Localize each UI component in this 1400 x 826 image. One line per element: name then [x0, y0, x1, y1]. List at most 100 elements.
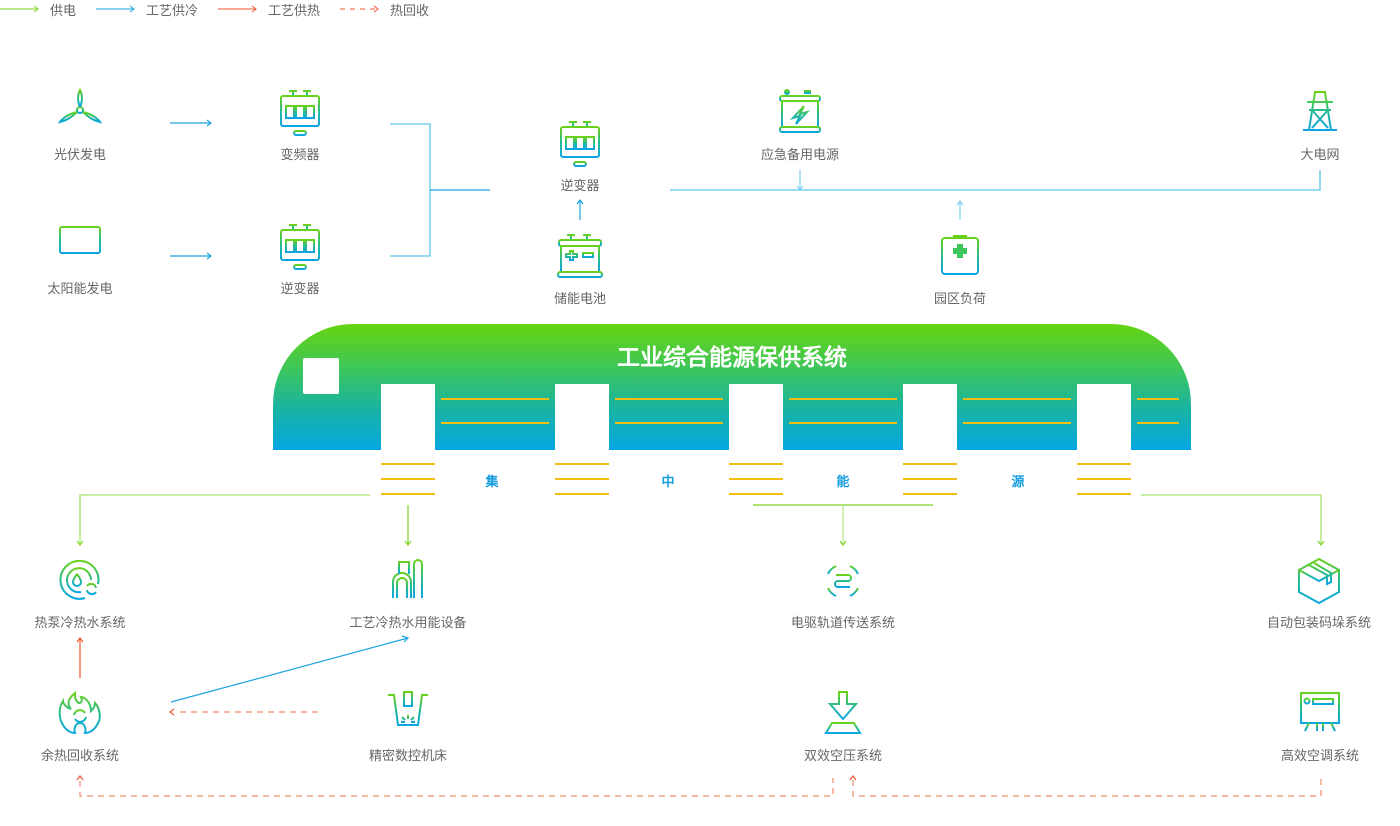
lower-stripe: [903, 463, 957, 465]
node-heat-pump[interactable]: 热泵冷热水系统: [10, 556, 150, 631]
node-label: 双效空压系统: [803, 749, 882, 764]
banner-gap: [381, 384, 435, 450]
lower-stripe: [729, 493, 783, 495]
banner-stripe: [615, 422, 723, 424]
node-solar-power[interactable]: 太阳能发电: [10, 222, 150, 297]
node-label: 逆变器: [560, 179, 600, 194]
banner-gap: [903, 384, 957, 450]
legend-label: 工艺供热: [268, 3, 321, 19]
legend-label: 热回收: [390, 3, 430, 19]
banner-gap: [729, 384, 783, 450]
node-label: 电驱轨道传送系统: [790, 616, 895, 631]
arrow-emergency-to-bus: [796, 170, 804, 191]
line-to-process-water: [404, 505, 412, 546]
lower-stripe: [381, 478, 435, 480]
node-grid[interactable]: 大电网: [1250, 88, 1390, 163]
node-emergency-power[interactable]: 应急备用电源: [730, 88, 870, 163]
banner-stripe: [789, 422, 897, 424]
node-auto-packing[interactable]: 自动包装码垛系统: [1249, 556, 1389, 631]
node-label: 应急备用电源: [760, 148, 839, 163]
lower-stripe: [729, 463, 783, 465]
segment-char: 集: [485, 475, 499, 490]
node-label: 自动包装码垛系统: [1266, 616, 1371, 631]
node-cnc-machine[interactable]: 精密数控机床: [338, 689, 478, 764]
legend-power-line-icon: [0, 5, 39, 13]
lower-stripe: [555, 493, 609, 495]
flame-recycle-icon: [58, 690, 101, 735]
arrow-wind-to-vfd: [170, 119, 212, 127]
node-label: 热泵冷热水系统: [34, 616, 126, 631]
lower-stripe: [1077, 478, 1131, 480]
arrow-waste-heat-to-process: [170, 635, 410, 703]
lower-stripe: [555, 478, 609, 480]
solar-panel-icon: [59, 226, 101, 263]
banner-stripe: [441, 422, 549, 424]
node-storage-battery[interactable]: 储能电池: [510, 232, 650, 307]
banner-stripe: [615, 398, 723, 400]
package-box-icon: [1298, 557, 1340, 605]
dashed-recovery-loop: [79, 778, 1322, 797]
backup-power-icon: [779, 89, 821, 133]
node-label: 光伏发电: [53, 148, 106, 163]
line-to-auto-packing: [1141, 494, 1322, 545]
node-label: 大电网: [1300, 148, 1340, 163]
lower-stripe: [729, 478, 783, 480]
legend-label: 供电: [50, 3, 77, 19]
arrow-battery-to-inverter: [576, 199, 584, 220]
node-hvac[interactable]: 高效空调系统: [1250, 689, 1390, 764]
node-label: 储能电池: [553, 292, 606, 307]
legend-recovery-line-icon: [340, 5, 379, 13]
lower-stripe: [903, 478, 957, 480]
lower-stripe: [903, 493, 957, 495]
segment-char: 中: [661, 475, 675, 490]
banner-title: 工业综合能源保供系统: [617, 345, 847, 371]
node-inverter-left[interactable]: 逆变器: [230, 222, 370, 297]
air-conditioner-icon: [1300, 692, 1340, 732]
cnc-machine-icon: [387, 691, 429, 731]
heat-pump-icon: [59, 559, 100, 600]
legend: 供电 工艺供冷 工艺供热 热回收: [0, 0, 449, 19]
battery-icon: [557, 234, 603, 278]
bracket-converters-merge: [390, 123, 431, 257]
inverter-icon: [560, 121, 600, 167]
central-energy-banner: 工业综合能源保供系统: [273, 324, 1191, 450]
line-to-rail-conveyor: [753, 504, 933, 546]
banner-stripe: [963, 398, 1071, 400]
node-frequency-converter[interactable]: 变频器: [230, 88, 370, 163]
node-inverter-center[interactable]: 逆变器: [510, 119, 650, 194]
segment-char: 源: [1011, 475, 1025, 490]
node-waste-heat-recovery[interactable]: 余热回收系统: [10, 689, 150, 764]
banner-stripe: [963, 422, 1071, 424]
lower-stripe: [381, 493, 435, 495]
banner-stripe: [441, 398, 549, 400]
node-label: 园区负荷: [933, 292, 986, 307]
lower-stripe: [555, 463, 609, 465]
arrow-solar-to-inverter: [170, 252, 212, 260]
legend-cooling-line-icon: [96, 5, 135, 13]
node-label: 精密数控机床: [368, 749, 447, 764]
node-rail-conveyor[interactable]: 电驱轨道传送系统: [773, 556, 913, 631]
line-to-heat-pump: [79, 494, 370, 545]
power-bus-line: [670, 170, 1321, 191]
node-wind-power[interactable]: 光伏发电: [10, 88, 150, 163]
node-label: 余热回收系统: [40, 749, 119, 764]
rail-conveyor-icon: [822, 560, 864, 602]
power-tower-icon: [1303, 91, 1337, 131]
legend-item-heating: 工艺供热: [218, 0, 320, 19]
node-air-compressor[interactable]: 双效空压系统: [773, 689, 913, 764]
legend-item-recovery: 热回收: [340, 0, 429, 19]
lower-stripe: [1077, 493, 1131, 495]
node-process-water-equipment[interactable]: 工艺冷热水用能设备: [338, 556, 478, 631]
legend-heating-line-icon: [218, 5, 257, 13]
wind-turbine-icon: [57, 88, 103, 132]
lower-stripe: [381, 463, 435, 465]
node-park-load[interactable]: 园区负荷: [890, 232, 1030, 307]
legend-item-power: 供电: [0, 0, 76, 19]
segment-char: 能: [836, 475, 850, 490]
legend-item-cooling: 工艺供冷: [96, 0, 198, 19]
arrow-waste-heat-to-heat-pump: [76, 637, 84, 678]
node-label: 太阳能发电: [47, 282, 113, 297]
node-label: 工艺冷热水用能设备: [349, 616, 467, 631]
node-label: 高效空调系统: [1280, 749, 1359, 764]
